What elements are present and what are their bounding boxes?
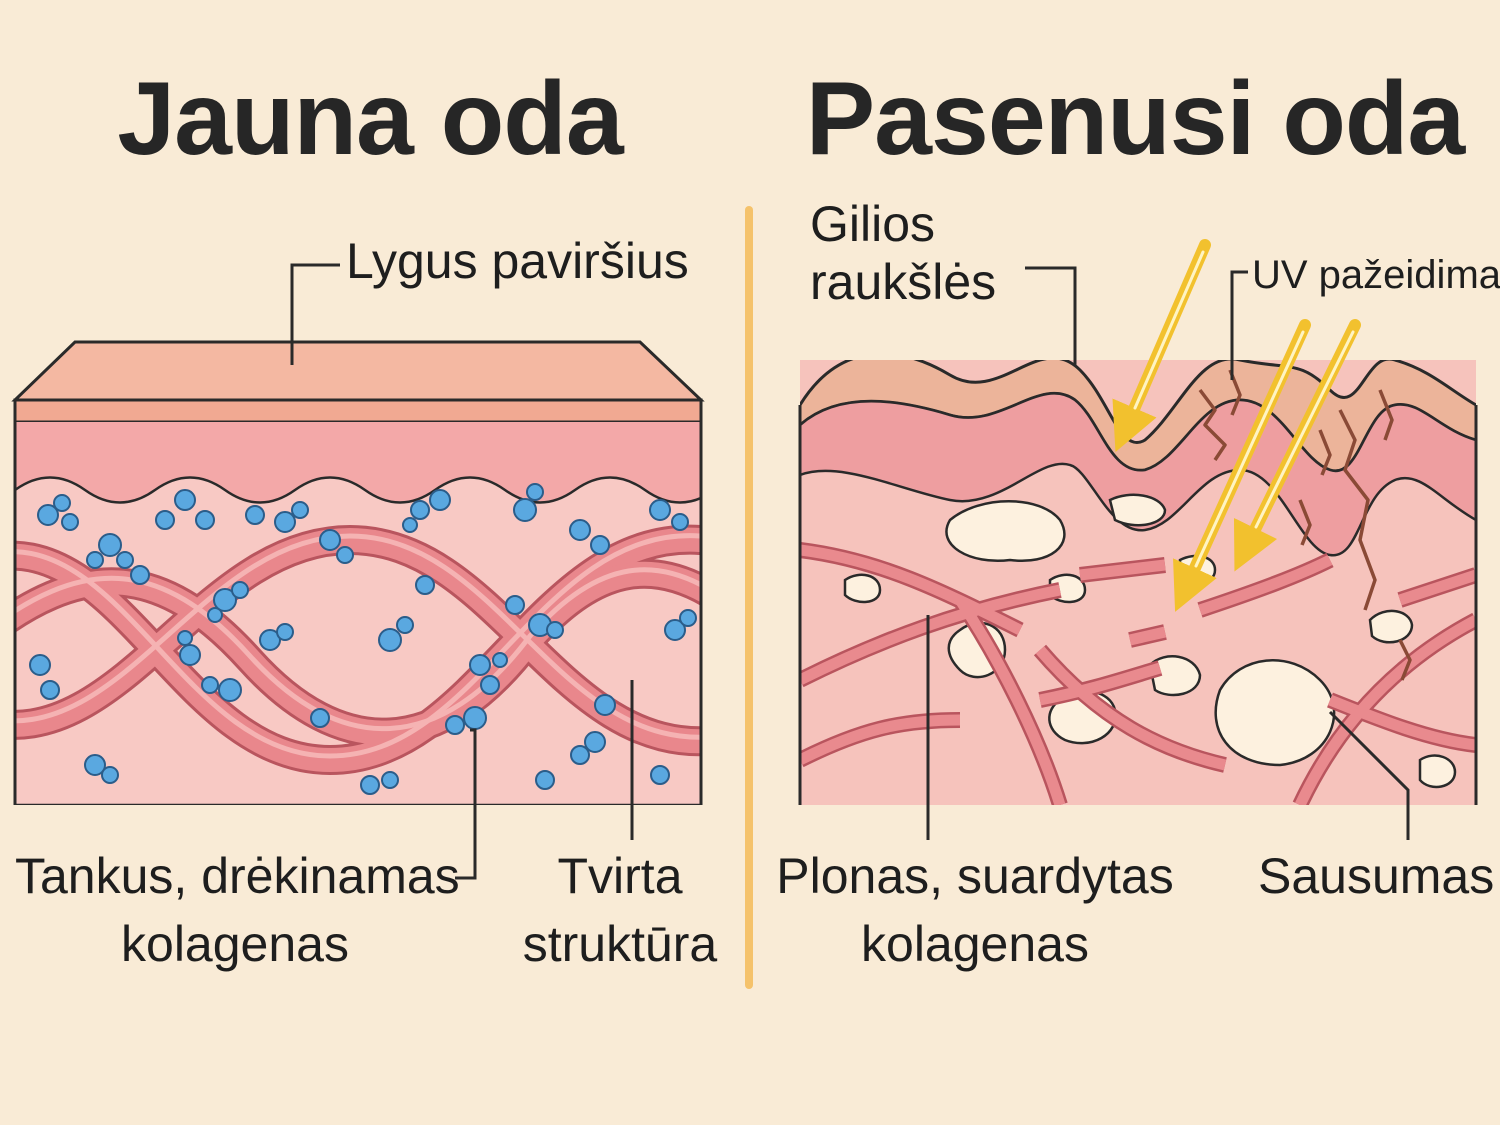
young-skin-title: Jauna oda xyxy=(0,60,740,179)
structure-label: Tvirta struktūra xyxy=(505,843,735,978)
collagen-label-line2: kolagenas xyxy=(15,911,455,979)
collagen-label: Tankus, drėkinamas kolagenas xyxy=(15,843,455,978)
wrinkles-leader-line xyxy=(1025,268,1075,365)
aged-skin-block xyxy=(800,245,1476,805)
aged-collagen-label: Plonas, suardytas kolagenas xyxy=(770,843,1180,978)
aged-collagen-label-line1: Plonas, suardytas xyxy=(770,843,1180,911)
wrinkles-label-line1: Gilios xyxy=(810,196,996,254)
uv-damage-label: UV pažeidimai xyxy=(1252,248,1500,302)
aged-collagen-label-line2: kolagenas xyxy=(770,911,1180,979)
dryness-label: Sausumas xyxy=(1258,843,1494,911)
surface-label: Lygus paviršius xyxy=(346,228,689,296)
wrinkles-label-line2: raukšlės xyxy=(810,254,996,312)
aged-skin-title: Pasenusi oda xyxy=(770,60,1500,179)
young-epidermis-top xyxy=(15,342,701,400)
wrinkles-label: Gilios raukšlės xyxy=(810,196,996,311)
collagen-label-line1: Tankus, drėkinamas xyxy=(15,843,455,911)
structure-label-line2: struktūra xyxy=(505,911,735,979)
structure-label-line1: Tvirta xyxy=(505,843,735,911)
young-epidermis xyxy=(15,400,701,422)
young-skin-block xyxy=(0,342,720,805)
